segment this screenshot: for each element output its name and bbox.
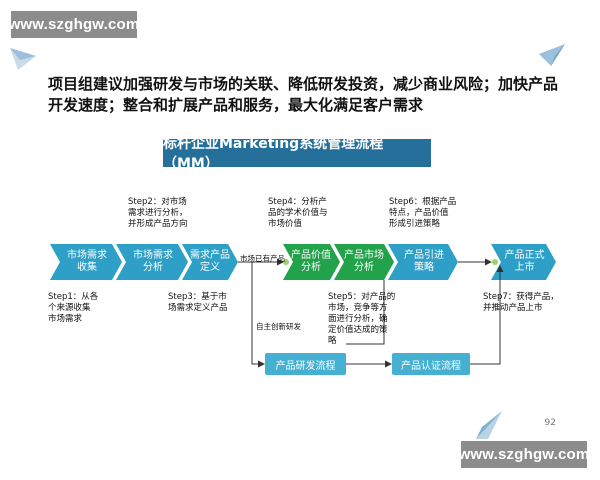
step-note: Step5：对产品的 市场，竞争等方 面进行分析，确 定价值达成的策 略 — [328, 292, 396, 346]
process-label-launch: 产品正式 上市 — [504, 250, 545, 273]
process-label-market: 产品市场 分析 — [344, 250, 384, 273]
process-label-value: 产品价值 分析 — [291, 250, 331, 273]
paper-plane-icon — [10, 48, 36, 70]
process-step-strategy — [388, 244, 458, 280]
process-label-define: 需求产品 定义 — [190, 250, 230, 273]
headline: 项目组建议加强研发与市场的关联、降低研发投资，减少商业风险；加快产品开发速度；整… — [48, 75, 559, 114]
step-note: Step3：基于市 场需求定义产品 — [168, 292, 228, 313]
step-note: Step2：对市场 需求进行分析， 并形成产品方向 — [128, 197, 188, 229]
page-number: 92 — [544, 418, 556, 428]
process-step-value — [283, 244, 340, 280]
watermark-bottom: www.szghgw.com — [459, 441, 589, 468]
process-step-collect — [50, 244, 122, 280]
step-note: Step4：分析产 品的学术价值与 市场价值 — [268, 197, 328, 229]
process-label-collect: 市场需求 收集 — [67, 250, 107, 273]
paper-plane-icon — [476, 411, 502, 439]
process-step-market — [334, 244, 394, 280]
branch-label-existing: 市场已有产品 — [240, 254, 285, 263]
process-step-analyze — [116, 244, 188, 280]
process-step-launch — [491, 244, 556, 280]
branch-label-own: 自主创新研发 — [256, 322, 301, 331]
process-label-strategy: 产品引进 策略 — [404, 250, 444, 273]
step-note: Step1：从各 个来源收集 市场需求 — [48, 292, 99, 324]
subprocess-rd: 产品研发流程 — [265, 353, 346, 375]
step-note: Step6：根据产品 特点，产品价值 形成引进策略 — [389, 197, 457, 229]
step-note: Step7：获得产品， 并推动产品上市 — [483, 292, 559, 313]
process-step-define — [182, 244, 238, 280]
process-label-analyze: 市场需求 分析 — [133, 250, 173, 273]
watermark-top: www.szghgw.com — [9, 11, 139, 38]
paper-plane-icon — [539, 44, 565, 66]
subprocess-certification: 产品认证流程 — [392, 353, 470, 375]
